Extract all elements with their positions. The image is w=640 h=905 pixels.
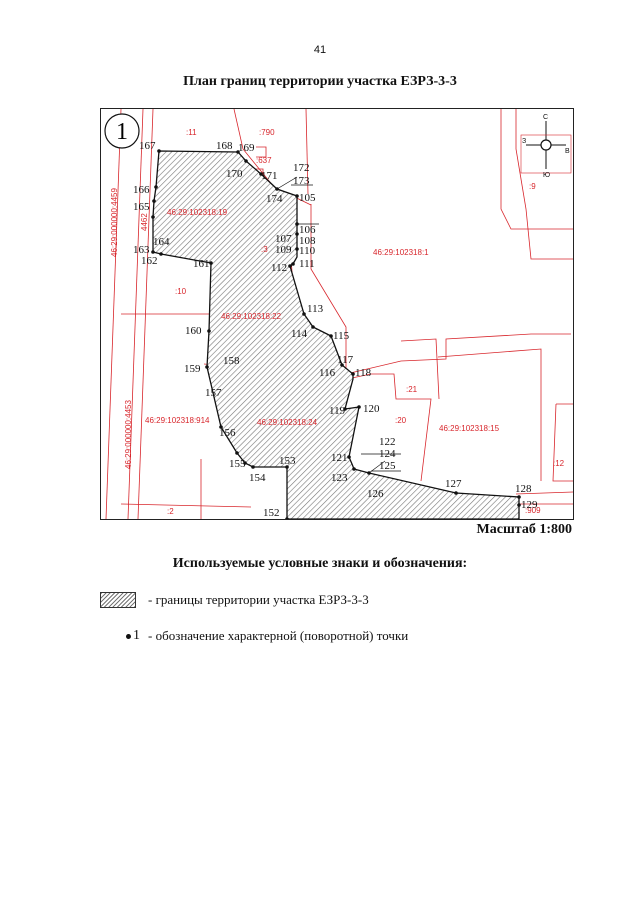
point-label: 129 bbox=[521, 499, 538, 511]
point-label: 158 bbox=[223, 355, 240, 367]
sheet-number: 1 bbox=[116, 119, 128, 145]
point-label: 114 bbox=[291, 328, 308, 340]
point-label: 128 bbox=[515, 483, 532, 495]
point-label: 112 bbox=[271, 262, 287, 274]
point-label: 117 bbox=[337, 354, 354, 366]
point-label: 163 bbox=[133, 244, 150, 256]
point-label: 171 bbox=[261, 170, 278, 182]
sheet-number-badge bbox=[104, 113, 140, 149]
compass-east: В bbox=[565, 148, 570, 155]
compass-west: З bbox=[522, 138, 526, 145]
point-label: 126 bbox=[367, 488, 384, 500]
point-symbol: 1 bbox=[100, 628, 140, 644]
point-label: 159 bbox=[184, 363, 201, 375]
cadastral-label-vertical: 46:29:000000:4459 bbox=[110, 187, 119, 257]
page-title: План границ территории участка ЕЗРЗ-3-3 bbox=[183, 74, 457, 89]
cadastral-label: :790 bbox=[259, 128, 275, 137]
point-label: 164 bbox=[153, 236, 170, 248]
point-label: 124 bbox=[379, 448, 396, 460]
cadastral-label: :12 bbox=[553, 459, 565, 468]
legend-text: - обозначение характерной (поворотной) т… bbox=[148, 628, 409, 643]
point-label: 156 bbox=[219, 427, 236, 439]
cadastral-label-vertical: 46:29:000000:4453 bbox=[124, 399, 133, 469]
legend-item-point: 1 - обозначение характерной (поворотной)… bbox=[100, 628, 408, 644]
point-label: 127 bbox=[445, 478, 462, 490]
point-label: 165 bbox=[133, 201, 150, 213]
point-label: 109 bbox=[275, 244, 292, 256]
cadastral-label: 46:29:102318:19 bbox=[167, 208, 228, 217]
point-label: 168 bbox=[216, 140, 233, 152]
point-symbol-number: 1 bbox=[133, 628, 140, 643]
point-label: 152 bbox=[263, 507, 280, 519]
point-label: 155 bbox=[229, 458, 246, 470]
legend-item-territory: - границы территории участка ЕЗРЗ-3-3 bbox=[100, 592, 369, 608]
point-label: 153 bbox=[279, 455, 296, 467]
hatched-area-swatch bbox=[100, 592, 136, 608]
point-label: 123 bbox=[331, 472, 348, 484]
cadastral-label: :21 bbox=[406, 385, 418, 394]
cadastral-label: 46:29:102318:914 bbox=[145, 416, 210, 425]
point-label: 115 bbox=[333, 330, 350, 342]
point-label: 119 bbox=[329, 405, 346, 417]
cadastral-label: 46:29:102318:24 bbox=[257, 418, 318, 427]
point-label: 116 bbox=[319, 367, 336, 379]
cadastral-label: :2 bbox=[167, 507, 174, 516]
point-label: 125 bbox=[379, 460, 396, 472]
point-label: 118 bbox=[355, 367, 372, 379]
point-label: 174 bbox=[266, 193, 283, 205]
point-label: 106 bbox=[299, 224, 316, 236]
point-label: 113 bbox=[307, 303, 324, 315]
cadastral-label: 46:29:102318:1 bbox=[373, 248, 429, 257]
legend-title: Используемые условные знаки и обозначени… bbox=[172, 556, 468, 571]
point-label: 107 bbox=[275, 233, 292, 245]
cadastral-label: 46:29:102318:22 bbox=[221, 312, 282, 321]
point-label: 160 bbox=[185, 325, 202, 337]
boundary-plan-map: 1 С З В Ю :11 :790 :637 :9 46:29:102318:… bbox=[100, 108, 574, 520]
cadastral-label: :20 bbox=[395, 416, 407, 425]
cadastral-label: :637 bbox=[256, 156, 272, 165]
legend-text: - границы территории участка ЕЗРЗ-3-3 bbox=[148, 592, 369, 607]
point-label: 108 bbox=[299, 235, 316, 247]
point-dot-icon bbox=[126, 633, 131, 639]
scale-label: Масштаб 1:800 bbox=[476, 522, 572, 537]
point-label: 120 bbox=[363, 403, 380, 415]
point-label: 162 bbox=[141, 255, 158, 267]
point-label: 167 bbox=[139, 140, 156, 152]
point-label: 110 bbox=[299, 245, 316, 257]
point-label: 122 bbox=[379, 436, 396, 448]
cadastral-label: :3 bbox=[261, 245, 268, 254]
page-number: 41 bbox=[313, 44, 327, 56]
point-label: 173 bbox=[293, 175, 310, 187]
compass-south: Ю bbox=[543, 172, 550, 179]
cadastral-label-vertical: 4462 bbox=[140, 213, 149, 231]
point-label: 170 bbox=[226, 168, 243, 180]
point-label: 121 bbox=[331, 452, 348, 464]
point-label: 161 bbox=[193, 258, 210, 270]
cadastral-label: :9 bbox=[529, 182, 536, 191]
compass-north: С bbox=[543, 114, 548, 121]
cadastral-label: :909 bbox=[525, 506, 541, 515]
point-label: 105 bbox=[299, 192, 316, 204]
cadastral-label: :10 bbox=[175, 287, 187, 296]
cadastral-label: 46:29:102318:15 bbox=[439, 424, 500, 433]
point-label: 166 bbox=[133, 184, 150, 196]
compass-rose: С З В Ю bbox=[520, 114, 572, 179]
cadastral-label: :11 bbox=[186, 128, 197, 137]
point-label: 154 bbox=[249, 472, 266, 484]
point-label: 157 bbox=[205, 387, 222, 399]
point-label: 169 bbox=[238, 142, 255, 154]
point-label: 111 bbox=[299, 258, 315, 270]
point-label: 172 bbox=[293, 162, 310, 174]
